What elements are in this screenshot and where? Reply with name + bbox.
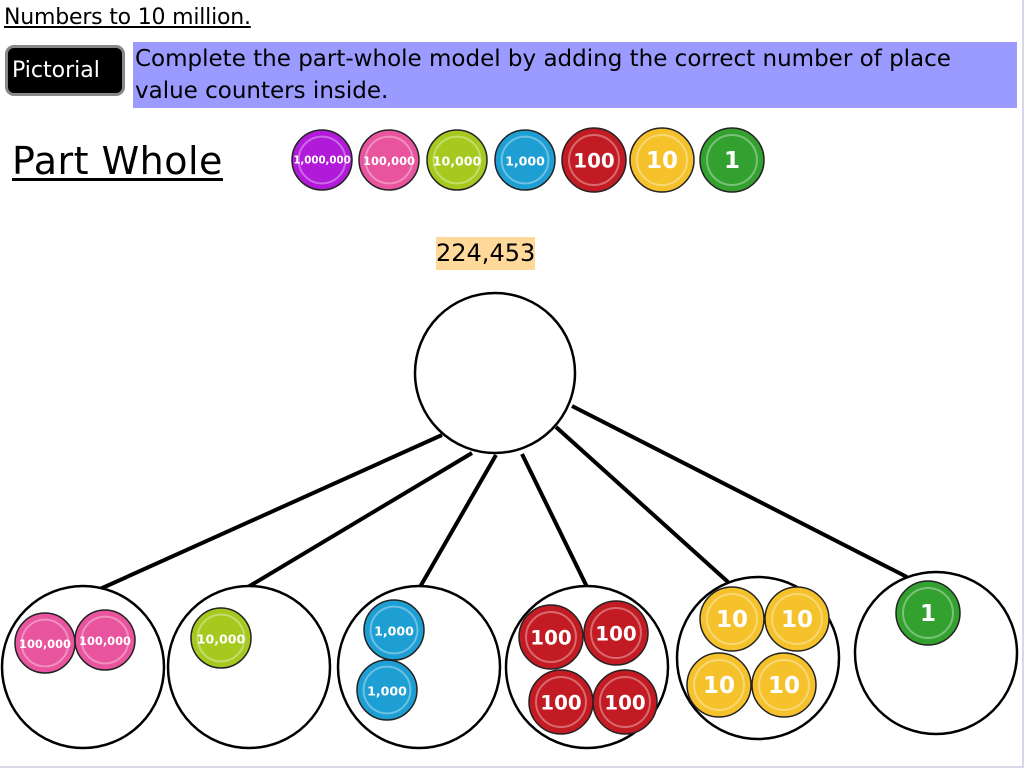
- counter-10-palette[interactable]: 10: [629, 127, 695, 193]
- branch-line: [520, 453, 589, 588]
- branch-line: [99, 433, 443, 591]
- counter-1000000-palette[interactable]: 1,000,000: [291, 129, 353, 191]
- instruction-text: Complete the part-whole model by adding …: [133, 42, 1017, 108]
- branch-line: [418, 454, 498, 588]
- counter-100000-hundred-thousands[interactable]: 100,000: [74, 609, 136, 671]
- counter-1000-thousands[interactable]: 1,000: [356, 659, 418, 721]
- whole-circle[interactable]: [413, 291, 577, 455]
- counter-label: 100,000: [79, 634, 131, 648]
- counter-label: 100: [530, 627, 571, 650]
- counter-label: 1,000: [367, 684, 407, 699]
- counter-10000-palette[interactable]: 10,000: [426, 129, 488, 191]
- pictorial-badge: Pictorial: [5, 45, 125, 96]
- counter-label: 10,000: [197, 632, 246, 647]
- counter-10-tens[interactable]: 10: [751, 652, 817, 718]
- counter-100000-hundred-thousands[interactable]: 100,000: [14, 612, 76, 674]
- counter-10-tens[interactable]: 10: [686, 652, 752, 718]
- part-whole-heading: Part Whole: [12, 139, 223, 183]
- branch-line: [554, 425, 730, 584]
- counter-label: 1,000,000: [293, 156, 350, 167]
- branch-line: [571, 404, 908, 579]
- counter-1-ones[interactable]: 1: [895, 580, 961, 646]
- counter-100-hundreds[interactable]: 100: [583, 600, 649, 666]
- counter-label: 100: [540, 692, 581, 715]
- counter-1000-thousands[interactable]: 1,000: [363, 599, 425, 661]
- counter-label: 10: [703, 673, 735, 699]
- counter-label: 10: [716, 607, 748, 633]
- counter-1000-palette[interactable]: 1,000: [494, 129, 556, 191]
- counter-1-palette[interactable]: 1: [699, 127, 765, 193]
- counter-label: 1,000: [505, 154, 545, 169]
- right-edge-line: [1022, 0, 1024, 768]
- counter-label: 10: [781, 607, 813, 633]
- counter-10-tens[interactable]: 10: [699, 586, 765, 652]
- counter-label: 1: [724, 148, 740, 174]
- bottom-edge-line: [0, 766, 1024, 768]
- counter-label: 100,000: [363, 154, 415, 168]
- part-circle-thousands[interactable]: [336, 584, 502, 750]
- counter-label: 100: [595, 623, 636, 646]
- counter-label: 1,000: [374, 624, 414, 639]
- part-circle-ten-thousands[interactable]: [166, 584, 332, 750]
- counter-label: 10: [646, 148, 678, 174]
- counter-10-tens[interactable]: 10: [764, 586, 830, 652]
- counter-100-hundreds[interactable]: 100: [528, 669, 594, 735]
- counter-label: 1: [920, 601, 936, 627]
- counter-100-palette[interactable]: 100: [561, 127, 627, 193]
- counter-label: 100: [573, 150, 614, 173]
- counter-100000-palette[interactable]: 100,000: [358, 129, 420, 191]
- branch-line: [246, 451, 474, 589]
- counter-10000-ten-thousands[interactable]: 10,000: [190, 607, 252, 669]
- page-title: Numbers to 10 million.: [4, 5, 251, 30]
- whole-value-label: 224,453: [436, 237, 535, 270]
- counter-label: 100: [604, 692, 645, 715]
- counter-label: 10,000: [433, 154, 482, 169]
- counter-100-hundreds[interactable]: 100: [592, 669, 658, 735]
- counter-label: 10: [768, 673, 800, 699]
- counter-label: 100,000: [19, 637, 71, 651]
- counter-100-hundreds[interactable]: 100: [518, 604, 584, 670]
